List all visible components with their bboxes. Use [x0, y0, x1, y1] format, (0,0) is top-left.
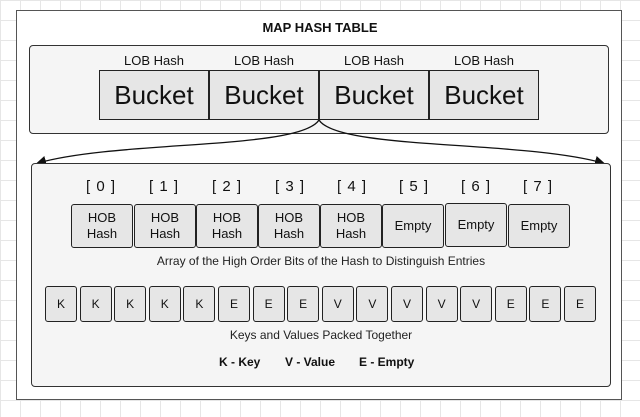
lob-hash-label: LOB Hash	[234, 53, 294, 68]
hob-cell: HOB Hash	[258, 204, 320, 248]
kv-cell: K	[183, 286, 216, 322]
kv-cell: K	[114, 286, 147, 322]
kv-cell: V	[460, 286, 493, 322]
hob-cell-line1: Empty	[520, 218, 558, 233]
hob-index-label: [ 4 ]	[336, 178, 367, 195]
kv-array-caption: Keys and Values Packed Together	[229, 328, 413, 342]
kv-cell: K	[45, 286, 77, 322]
hob-cell-line2: Hash	[211, 226, 243, 241]
kv-cell: K	[148, 286, 181, 322]
hob-cell-line1: HOB	[150, 210, 180, 225]
hob-index-label: [ 2 ]	[211, 178, 242, 195]
bucket-box: Bucket	[319, 70, 429, 120]
hob-cell-line2: Hash	[273, 226, 305, 241]
hob-cell-line1: HOB	[87, 210, 117, 225]
kv-cell: V	[425, 286, 458, 322]
hob-cell-line2: Hash	[86, 226, 118, 241]
lob-hash-label: LOB Hash	[344, 53, 404, 68]
hob-index-label: [ 7 ]	[522, 178, 553, 195]
kv-cell: E	[287, 286, 320, 322]
kv-cell: E	[218, 286, 250, 322]
diagram-title: MAP HASH TABLE	[262, 20, 378, 35]
bucket-box: Bucket	[99, 70, 209, 120]
hob-cell: HOB Hash	[196, 204, 258, 248]
hob-cell-empty: Empty	[508, 204, 570, 248]
hob-index-label: [ 3 ]	[274, 178, 305, 195]
hob-cell-line1: Empty	[457, 217, 495, 232]
kv-cell: V	[321, 286, 354, 322]
hob-index-label: [ 5 ]	[398, 178, 429, 195]
legend-key: K - Key	[219, 355, 261, 369]
bucket-box: Bucket	[209, 70, 319, 120]
legend-empty: E - Empty	[359, 355, 415, 369]
kv-cell: V	[391, 286, 423, 322]
hob-cell: HOB Hash	[134, 204, 196, 248]
hob-cell-empty: Empty	[382, 204, 444, 248]
hob-cell-line1: HOB	[212, 210, 242, 225]
hob-cell-line2: Hash	[149, 226, 181, 241]
bucket-detail-panel	[31, 163, 611, 387]
hob-array-caption: Array of the High Order Bits of the Hash…	[156, 254, 486, 268]
bucket-box: Bucket	[429, 70, 539, 120]
hob-cell-line1: Empty	[394, 218, 432, 233]
legend-value: V - Value	[285, 355, 336, 369]
kv-cell: E	[252, 286, 285, 322]
hob-index-label: [ 1 ]	[148, 178, 179, 195]
kv-cell: V	[356, 286, 389, 322]
kv-cell: E	[494, 286, 527, 322]
hob-cell-line2: Hash	[335, 226, 367, 241]
lob-hash-label: LOB Hash	[454, 53, 514, 68]
hob-cell: HOB Hash	[320, 204, 382, 248]
kv-cell: K	[79, 286, 112, 322]
hob-cell: HOB Hash	[71, 204, 133, 248]
hob-cell-empty: Empty	[445, 203, 507, 247]
kv-cell: E	[564, 286, 596, 322]
kv-cell: E	[529, 286, 562, 322]
hob-index-label: [ 6 ]	[460, 178, 491, 195]
hob-cell-line1: HOB	[274, 210, 304, 225]
hob-cell-line1: HOB	[336, 210, 366, 225]
hob-index-label: [ 0 ]	[85, 178, 116, 195]
lob-hash-label: LOB Hash	[124, 53, 184, 68]
